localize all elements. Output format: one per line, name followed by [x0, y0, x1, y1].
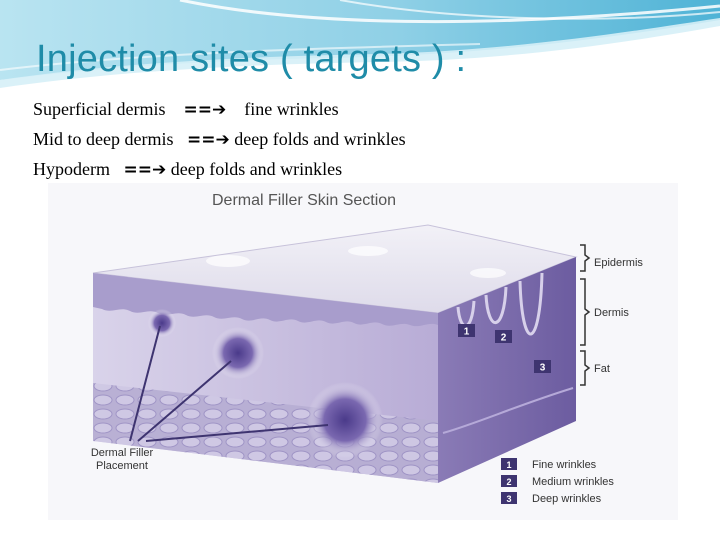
- bullet-list: Superficial dermis ==➔ fine wrinkles Mid…: [33, 95, 406, 185]
- dermis-brace: [580, 278, 591, 346]
- placement-label-line2: Placement: [96, 460, 148, 472]
- figure-title: Dermal Filler Skin Section: [212, 192, 396, 209]
- bullet-left: Hypoderm: [33, 159, 110, 179]
- arrow-icon: ==➔: [183, 100, 227, 120]
- bullet-item: Superficial dermis ==➔ fine wrinkles: [33, 95, 406, 125]
- placement-label-line1: Dermal Filler: [91, 447, 154, 459]
- label-epidermis: Epidermis: [594, 257, 643, 269]
- marker-3: [534, 360, 551, 373]
- filler-blob-superficial: [148, 309, 176, 337]
- legend: 1 Fine wrinkles 2 Medium wrinkles 3 Deep…: [501, 458, 614, 505]
- svg-text:1: 1: [464, 327, 470, 338]
- filler-blob-deep: [307, 382, 383, 458]
- bullet-right: fine wrinkles: [244, 99, 339, 119]
- bullet-left: Mid to deep dermis: [33, 129, 174, 149]
- skin-section-diagram: Dermal Filler Skin Section 1 2: [48, 183, 678, 520]
- svg-text:1: 1: [506, 460, 511, 470]
- svg-text:3: 3: [540, 363, 546, 374]
- fat-brace: [580, 350, 591, 386]
- legend-label-3: Deep wrinkles: [532, 493, 602, 505]
- bullet-item: Mid to deep dermis ==➔ deep folds and wr…: [33, 125, 406, 155]
- legend-swatch-3: [501, 492, 517, 504]
- marker-1: [458, 324, 475, 337]
- marker-2: [495, 330, 512, 343]
- svg-text:2: 2: [506, 477, 511, 487]
- svg-text:3: 3: [506, 494, 511, 504]
- legend-label-1: Fine wrinkles: [532, 459, 597, 471]
- bullet-right: deep folds and wrinkles: [170, 159, 343, 179]
- arrow-icon: ==➔: [186, 130, 230, 150]
- bullet-right: deep folds and wrinkles: [234, 129, 406, 149]
- arrow-icon: ==➔: [123, 160, 167, 180]
- epidermis-brace: [580, 244, 591, 272]
- epidermis-layer: [93, 273, 438, 327]
- fat-layer: [93, 383, 438, 483]
- label-fat: Fat: [594, 363, 610, 375]
- bullet-item: Hypoderm ==➔ deep folds and wrinkles: [33, 155, 406, 185]
- slide-title: Injection sites ( targets ) :: [36, 38, 467, 80]
- header-swoosh-decoration: [0, 0, 720, 88]
- legend-label-2: Medium wrinkles: [532, 476, 614, 488]
- skin-section-figure: Dermal Filler Skin Section 1 2: [48, 183, 678, 520]
- legend-swatch-2: [501, 475, 517, 487]
- bullet-left: Superficial dermis: [33, 99, 166, 119]
- label-dermis: Dermis: [594, 307, 629, 319]
- legend-swatch-1: [501, 458, 517, 470]
- svg-text:2: 2: [501, 333, 507, 344]
